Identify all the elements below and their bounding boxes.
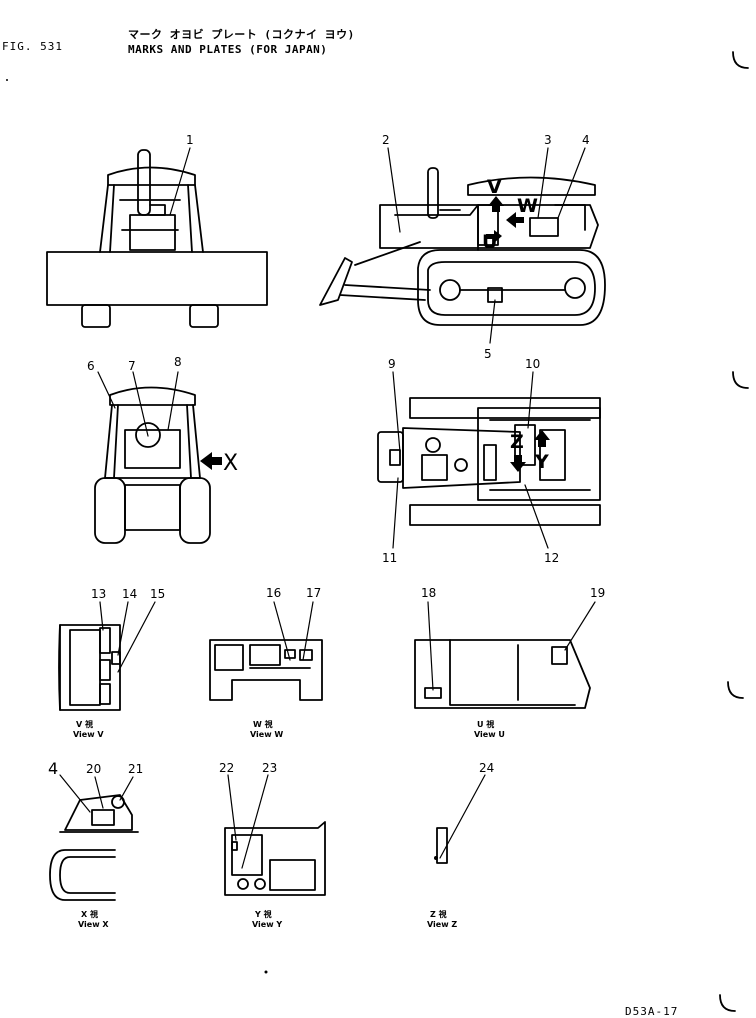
view-v-en: View V <box>73 730 104 739</box>
letter-z: Z <box>510 431 524 453</box>
callout-8: 8 <box>174 355 182 369</box>
view-v-jp: V 視 <box>76 719 93 729</box>
letter-u: U <box>482 231 497 253</box>
callout-19: 19 <box>590 586 605 600</box>
callout-10: 10 <box>525 357 540 371</box>
view-z-jp: Z 視 <box>430 909 447 919</box>
view-y-jp: Y 視 <box>254 909 272 919</box>
letter-y: Y <box>534 451 549 473</box>
callout-7: 7 <box>128 359 136 373</box>
callout-16: 16 <box>266 586 281 600</box>
view-w-jp: W 視 <box>253 719 273 729</box>
callout-11: 11 <box>382 551 397 565</box>
callout-23: 23 <box>262 761 277 775</box>
view-captions: V 視 View V W 視 View W U 視 View U X 視 Vie… <box>73 719 505 929</box>
callout-20: 20 <box>86 762 101 776</box>
view-u-en: View U <box>474 730 505 739</box>
view-x-jp: X 視 <box>81 909 98 919</box>
callout-21: 21 <box>128 762 143 776</box>
callout-4-view-x: 4 <box>48 759 58 778</box>
direction-arrows <box>200 196 550 472</box>
view-u-jp: U 視 <box>477 719 494 729</box>
view-v-drawing <box>58 624 121 711</box>
callout-5: 5 <box>484 347 492 361</box>
view-x-drawing <box>49 794 139 901</box>
view-z-drawing <box>436 827 448 864</box>
callout-14: 14 <box>122 587 137 601</box>
callout-3: 3 <box>544 133 552 147</box>
callout-12: 12 <box>544 551 559 565</box>
view-w-en: View W <box>250 730 283 739</box>
view-z-en: View Z <box>427 920 457 929</box>
page-code: D53A-17 <box>625 1005 679 1018</box>
title-japanese: マーク オヨビ プレート (コクナイ ヨウ) <box>128 28 355 41</box>
callout-24: 24 <box>479 761 494 775</box>
callout-17: 17 <box>306 586 321 600</box>
callout-6: 6 <box>87 359 95 373</box>
leader-lines <box>59 147 596 869</box>
callout-numbers: 1 2 3 4 5 6 7 8 9 10 11 12 13 14 15 16 1… <box>48 133 605 778</box>
callout-9: 9 <box>388 357 396 371</box>
view-x-en: View X <box>78 920 109 929</box>
figure-number: FIG. 531 <box>2 40 63 53</box>
callout-13: 13 <box>91 587 106 601</box>
letter-w: W <box>517 195 538 217</box>
callout-15: 15 <box>150 587 165 601</box>
binding-marks <box>719 51 749 1012</box>
view-y-drawing <box>224 821 326 896</box>
rear-view-dozer <box>94 386 211 544</box>
view-u-drawing <box>414 639 591 709</box>
top-view-dozer <box>377 397 601 526</box>
front-view-dozer <box>46 149 268 328</box>
callout-2: 2 <box>382 133 390 147</box>
callout-18: 18 <box>421 586 436 600</box>
side-view-dozer <box>319 167 606 326</box>
letter-x: X <box>223 451 238 476</box>
view-w-drawing <box>209 639 323 701</box>
callout-4: 4 <box>582 133 590 147</box>
letter-v: V <box>487 176 502 198</box>
callout-22: 22 <box>219 761 234 775</box>
view-y-en: View Y <box>252 920 282 929</box>
title-english: MARKS AND PLATES (FOR JAPAN) <box>128 43 328 56</box>
callout-1: 1 <box>186 133 194 147</box>
direction-letters: V W U X Y Z <box>223 176 549 476</box>
